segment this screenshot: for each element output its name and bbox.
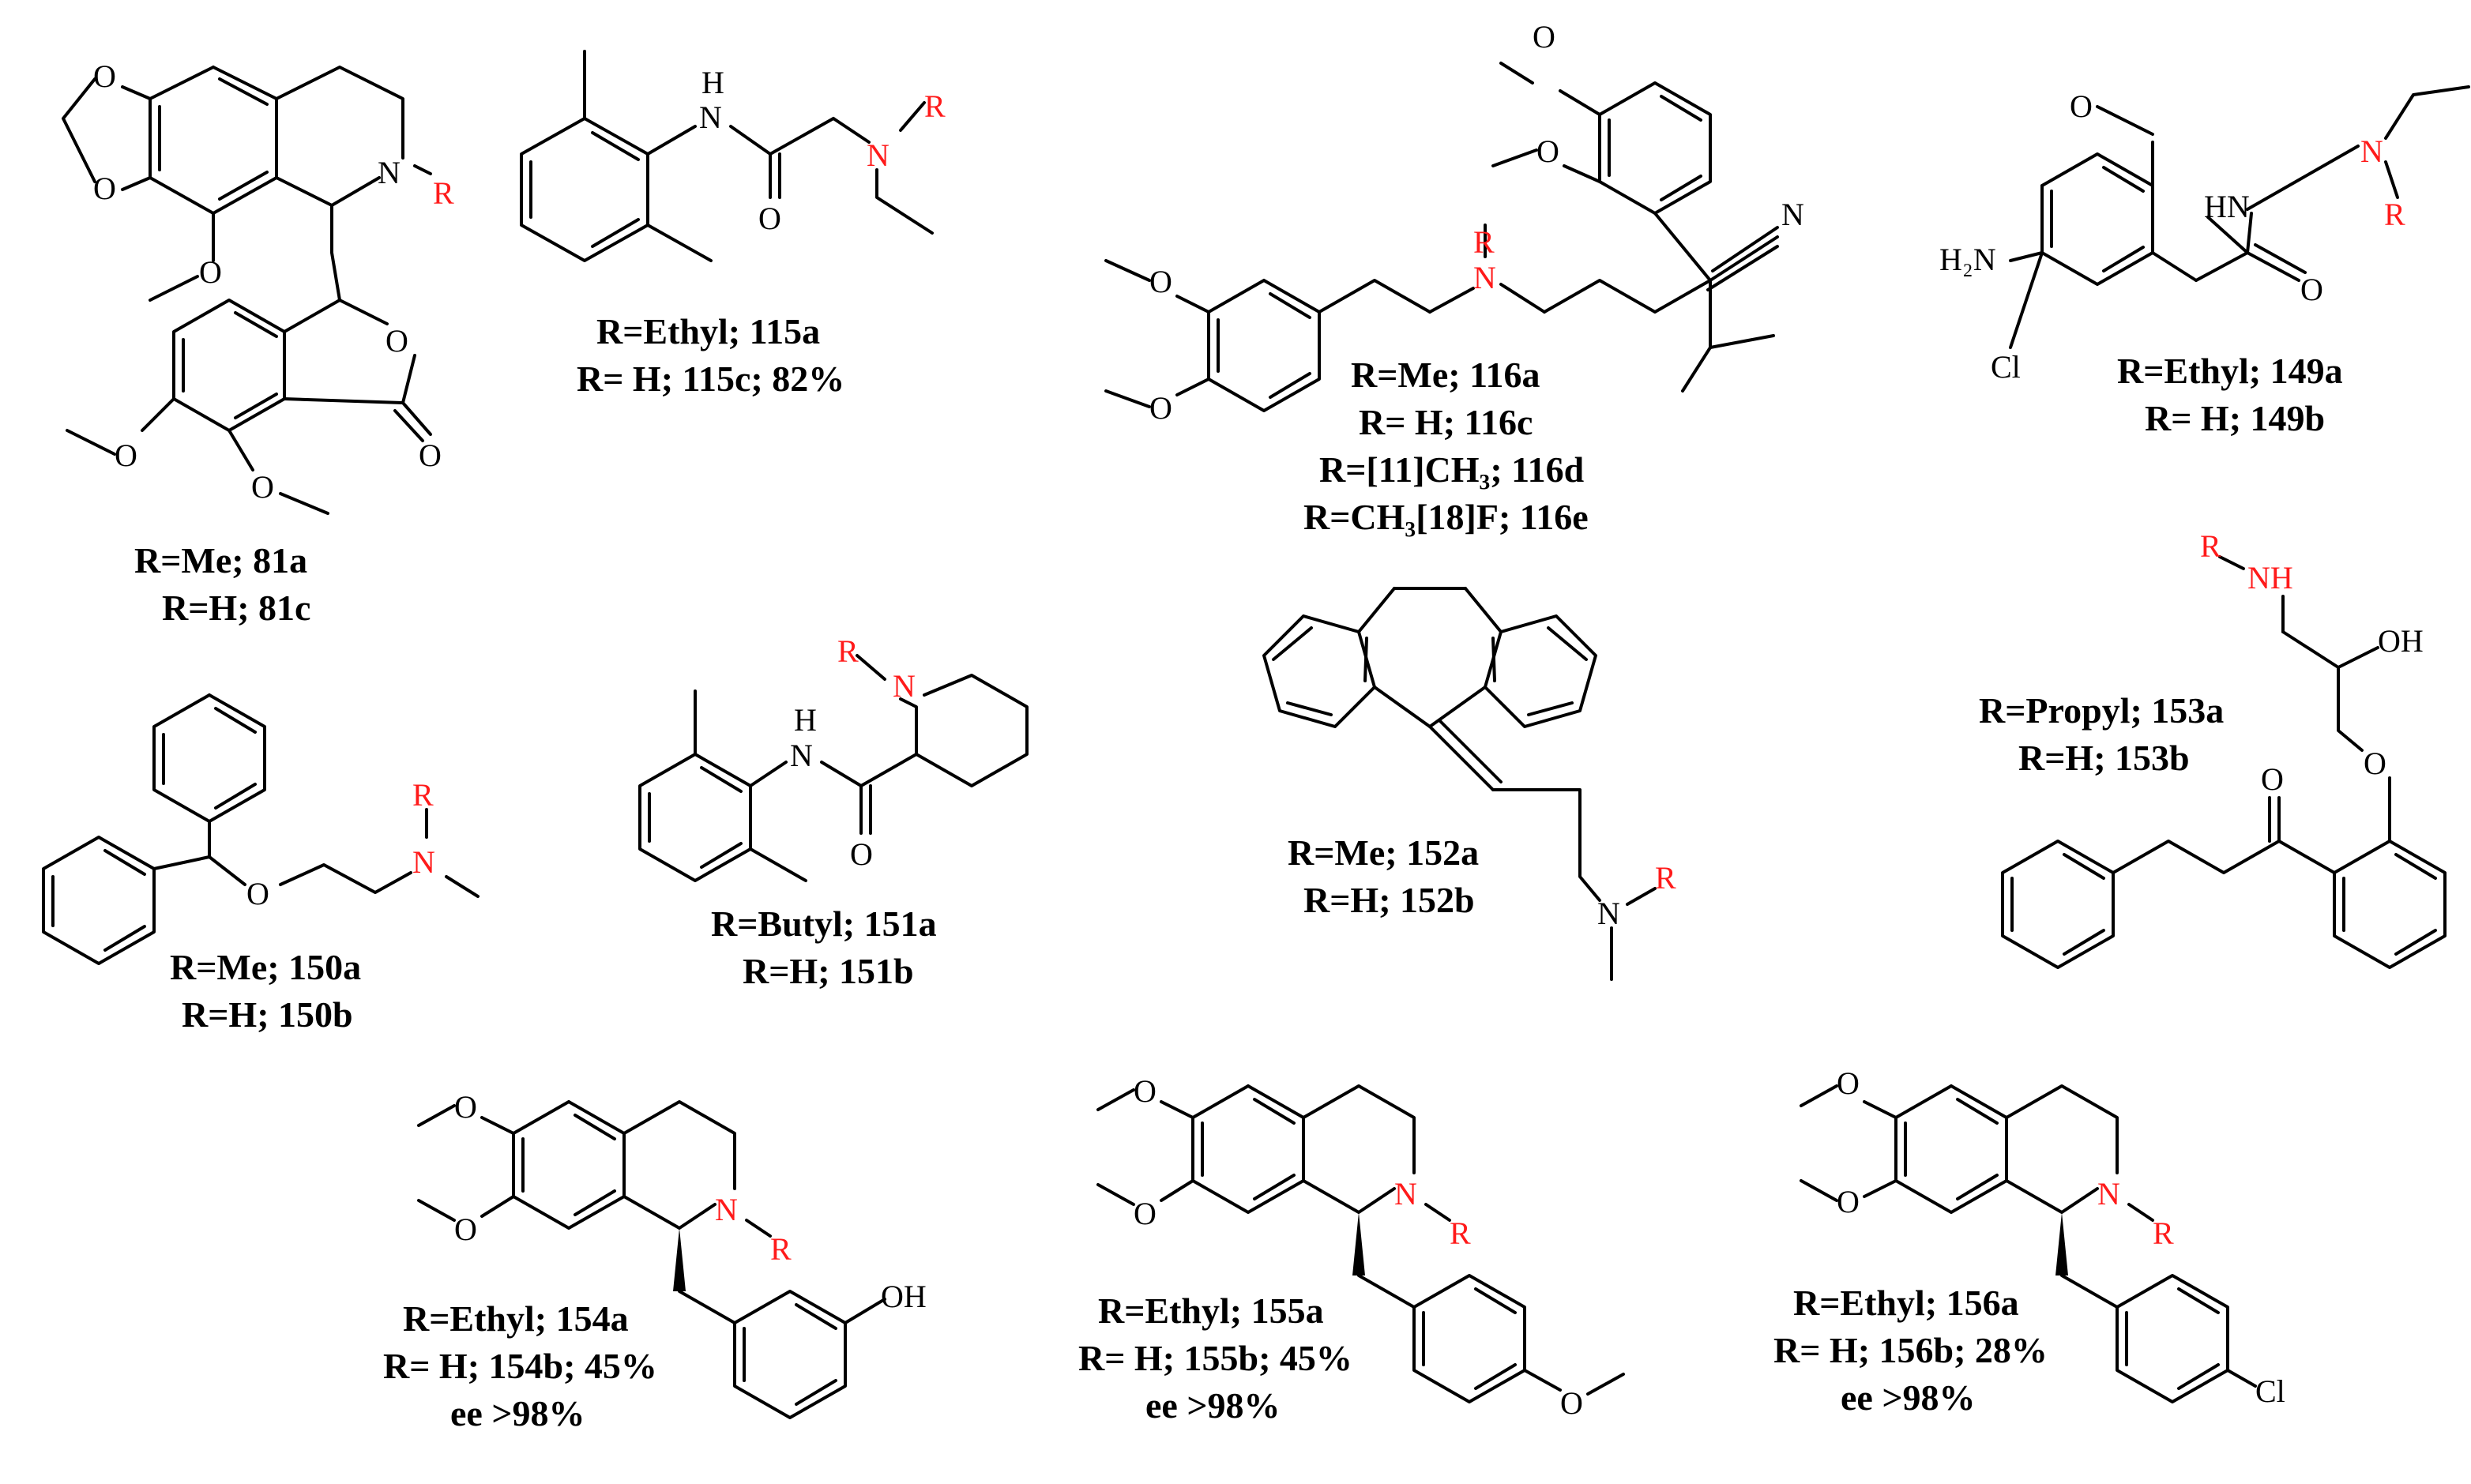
- atom-n: N: [1597, 896, 1620, 931]
- atom-n: N: [412, 844, 435, 880]
- atom-r: R: [1655, 860, 1676, 896]
- atom-o: O: [2261, 761, 2284, 797]
- atom-nh: NH: [2247, 560, 2293, 595]
- compound-115-label-1: R=Ethyl; 115a: [596, 311, 820, 351]
- atom-hn: HN: [2204, 189, 2250, 224]
- compound-150-label-1: R=Me; 150a: [170, 947, 361, 987]
- atom-cl: Cl: [1991, 349, 2021, 385]
- atom-r: R: [1450, 1215, 1471, 1251]
- atom-r: R: [412, 777, 434, 813]
- compound-153-label-1: R=Propyl; 153a: [1979, 690, 2224, 731]
- compound-149-label-1: R=Ethyl; 149a: [2117, 351, 2343, 391]
- atom-o: O: [1536, 133, 1559, 169]
- atom-r: R: [2384, 197, 2405, 232]
- compound-81-structure: O O N R O O O O O: [62, 58, 454, 515]
- atom-o: O: [454, 1089, 477, 1125]
- atom-r: R: [433, 175, 454, 211]
- atom-o: O: [246, 876, 269, 911]
- atom-o: O: [199, 254, 222, 290]
- atom-o: O: [850, 836, 873, 872]
- compound-115-structure: H N O N R: [520, 50, 946, 262]
- atom-n: N: [715, 1192, 738, 1227]
- atom-h: H: [701, 65, 724, 100]
- atom-o: O: [251, 469, 274, 505]
- compound-151-label-1: R=Butyl; 151a: [711, 904, 937, 944]
- compound-153-label-2: R=H; 153b: [2018, 738, 2190, 778]
- atom-n: N: [893, 668, 916, 704]
- compound-153-structure: R NH OH O O: [2001, 528, 2447, 969]
- atom-r: R: [2200, 528, 2221, 564]
- compound-151-structure: H N O N R: [638, 633, 1029, 882]
- compound-156-structure: O O N R Cl: [1800, 1065, 2285, 1409]
- atom-r: R: [837, 633, 859, 669]
- compound-156-label-2: R= H; 156b; 28%: [1773, 1330, 2048, 1370]
- compound-152-label-1: R=Me; 152a: [1288, 832, 1479, 873]
- atom-oh: OH: [881, 1279, 927, 1314]
- compound-116-label-4: R=CH₃[18]F; 116e: [1303, 497, 1589, 537]
- compound-149-label-2: R= H; 149b: [2145, 398, 2325, 438]
- atom-n: N: [1473, 260, 1496, 295]
- atom-o: O: [419, 438, 442, 473]
- compound-116-structure: O O N R N O O: [1104, 19, 1804, 426]
- atom-o: O: [93, 171, 116, 206]
- atom-n: N: [790, 738, 813, 773]
- atom-n: N: [378, 155, 401, 190]
- atom-n: N: [867, 137, 889, 173]
- atom-n: N: [1781, 197, 1804, 232]
- atom-r: R: [1473, 224, 1495, 260]
- atom-o: O: [115, 438, 137, 473]
- atom-r: R: [924, 88, 946, 124]
- compound-116-label-1: R=Me; 116a: [1351, 355, 1540, 395]
- compound-152-label-2: R=H; 152b: [1303, 880, 1475, 920]
- compound-155-label-2: R= H; 155b; 45%: [1078, 1338, 1352, 1378]
- atom-h: H: [794, 702, 817, 738]
- atom-o: O: [1134, 1073, 1157, 1109]
- atom-n: N: [1394, 1176, 1417, 1212]
- compound-155-label-3: ee >98%: [1145, 1385, 1281, 1426]
- compound-155-structure: O O N R O: [1096, 1073, 1625, 1421]
- atom-o: O: [2070, 88, 2093, 124]
- atom-o: O: [1837, 1184, 1860, 1219]
- compound-116-label-2: R= H; 116c: [1359, 402, 1533, 442]
- compound-150-structure: O N R: [42, 693, 480, 965]
- compound-116-label-3: R=[11]CH₃; 116d: [1319, 449, 1585, 490]
- atom-o: O: [93, 58, 116, 94]
- compound-156-label-1: R=Ethyl; 156a: [1793, 1283, 2019, 1323]
- atom-o: O: [1560, 1385, 1583, 1421]
- atom-o: O: [386, 323, 408, 359]
- atom-o: O: [1837, 1065, 1860, 1101]
- atom-o: O: [1533, 19, 1555, 54]
- atom-h2n: H₂N: [1939, 242, 1996, 277]
- atom-n: N: [699, 100, 722, 135]
- compound-154-label-1: R=Ethyl; 154a: [403, 1298, 629, 1339]
- atom-o: O: [1149, 390, 1172, 426]
- atom-o: O: [2364, 746, 2386, 781]
- compound-154-structure: O O N R OH: [417, 1089, 927, 1419]
- compound-150-label-2: R=H; 150b: [182, 994, 353, 1035]
- compound-81-label-2: R=H; 81c: [162, 588, 310, 628]
- atom-r: R: [2153, 1215, 2174, 1251]
- compound-81-label-1: R=Me; 81a: [134, 540, 307, 580]
- atom-o: O: [758, 201, 781, 236]
- compound-115-label-2: R= H; 115c; 82%: [577, 359, 844, 399]
- atom-r: R: [770, 1231, 792, 1267]
- atom-o: O: [2300, 272, 2323, 307]
- compound-156-label-3: ee >98%: [1841, 1377, 1976, 1418]
- atom-cl: Cl: [2255, 1373, 2285, 1409]
- atom-n: N: [2097, 1176, 2120, 1212]
- compound-154-label-2: R= H; 154b; 45%: [383, 1346, 657, 1386]
- atom-o: O: [454, 1212, 477, 1247]
- compound-155-label-1: R=Ethyl; 155a: [1098, 1291, 1324, 1331]
- compound-152-structure: N R: [1262, 587, 1676, 981]
- atom-oh: OH: [2378, 623, 2424, 659]
- compound-154-label-3: ee >98%: [450, 1393, 585, 1433]
- atom-n: N: [2360, 133, 2383, 169]
- atom-o: O: [1149, 264, 1172, 299]
- compound-149-structure: H₂N Cl O HN O N R: [1939, 85, 2470, 385]
- compound-151-label-2: R=H; 151b: [743, 951, 914, 991]
- atom-o: O: [1134, 1196, 1157, 1231]
